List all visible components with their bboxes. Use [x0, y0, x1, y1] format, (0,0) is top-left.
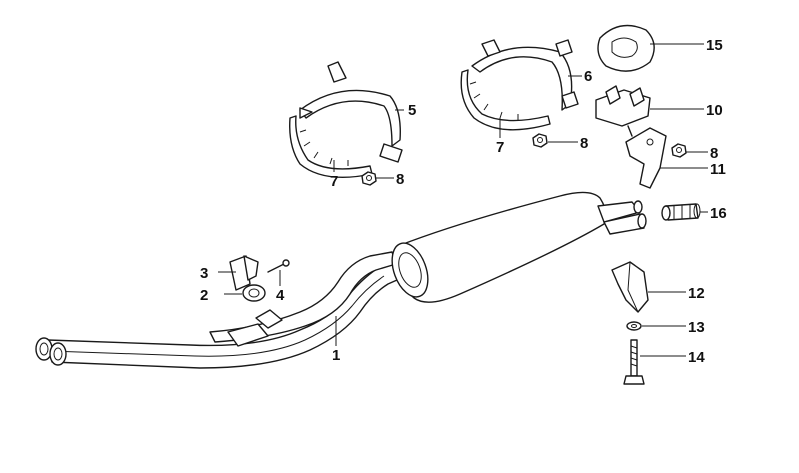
bracket-part-3[interactable]	[229, 255, 259, 291]
callout-numbers: 1 2 3 4 5 6 7 7 8 8 8 10 11 12 13 14 15 …	[200, 37, 727, 366]
washer-part-13[interactable]	[626, 321, 642, 331]
callout-8-b: 8	[580, 135, 588, 152]
callout-7-left: 7	[330, 173, 338, 190]
hanger-bracket-part-10[interactable]	[595, 85, 651, 137]
bracket-part-12[interactable]	[611, 261, 649, 313]
hex-bolt-part-14[interactable]	[623, 339, 645, 385]
callout-6: 6	[584, 68, 592, 85]
callout-7-right: 7	[496, 139, 504, 156]
callout-11: 11	[710, 161, 726, 178]
clamp-ring-part-6[interactable]	[471, 39, 579, 111]
callout-3: 3	[200, 265, 208, 282]
strap-part-7-right[interactable]	[460, 69, 551, 131]
callout-2: 2	[200, 287, 208, 304]
callout-12: 12	[688, 285, 705, 302]
callout-8-a: 8	[396, 171, 404, 188]
nut-part-8-b[interactable]	[532, 133, 548, 148]
exhaust-pipe-assembly[interactable]	[35, 191, 647, 369]
rubber-mount-part-2[interactable]	[242, 284, 266, 302]
nut-part-8-c[interactable]	[671, 143, 687, 158]
callout-15: 15	[706, 37, 723, 54]
callout-10: 10	[706, 102, 723, 119]
bolt-part-4[interactable]	[267, 259, 290, 273]
callout-4: 4	[276, 287, 285, 304]
nut-part-8-a[interactable]	[361, 171, 377, 186]
callout-14: 14	[688, 349, 705, 366]
rubber-ring-part-15[interactable]	[597, 24, 655, 72]
clamp-ring-part-5[interactable]	[299, 61, 403, 163]
support-arm-part-11[interactable]	[625, 127, 667, 189]
callout-1: 1	[332, 347, 340, 364]
sleeve-part-16[interactable]	[661, 203, 701, 221]
callout-5: 5	[408, 102, 416, 119]
strap-part-7-left[interactable]	[289, 115, 373, 179]
callout-16: 16	[710, 205, 727, 222]
leader-lines	[218, 43, 708, 357]
callout-13: 13	[688, 319, 705, 336]
callout-8-c: 8	[710, 145, 718, 162]
